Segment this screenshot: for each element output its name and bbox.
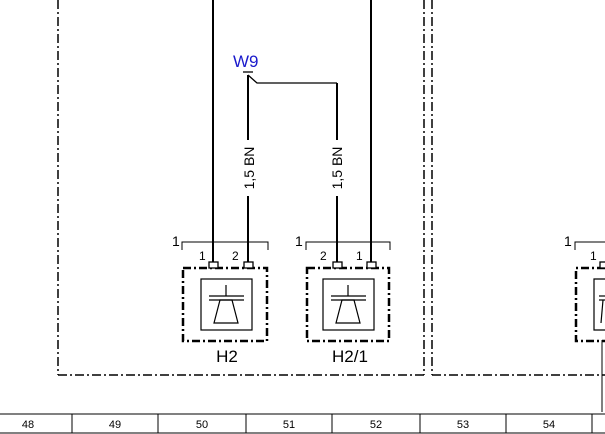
component-partial: 1 1 [564,233,605,412]
ground-bus [243,71,337,84]
connector-number: 1 [564,233,572,249]
grid-column-label: 49 [109,419,121,431]
wires [212,0,372,262]
grid-column-label: 51 [283,419,295,431]
ground-label: W9 [233,52,259,71]
grid-column-label: 52 [370,419,382,431]
wire-label: 1,5 BN [241,147,257,190]
speaker-icon [322,278,375,331]
pin-label: 1 [590,249,597,263]
wire-label: 1,5 BN [329,147,345,190]
group-frame-right [431,0,605,376]
pin-label: 1 [356,249,363,263]
connector-number: 1 [295,233,303,249]
connector-number: 1 [172,233,180,249]
grid-column-label: 54 [543,419,555,431]
grid-reference-bar: 48 49 50 51 52 53 54 [0,413,605,434]
pin-label: 2 [232,249,239,263]
pin-label: 2 [320,249,327,263]
grid-column-label: 48 [22,419,34,431]
component-h2-1: 1 2 1 H2/1 [295,233,391,366]
component-h2: 1 1 2 H2 [172,233,269,366]
group-frame-left [57,0,425,376]
pin-label: 1 [199,249,206,263]
component-label: H2 [216,347,238,366]
grid-column-label: 50 [196,419,208,431]
speaker-icon [200,278,253,331]
component-label: H2/1 [332,347,368,366]
grid-column-label: 53 [457,419,469,431]
